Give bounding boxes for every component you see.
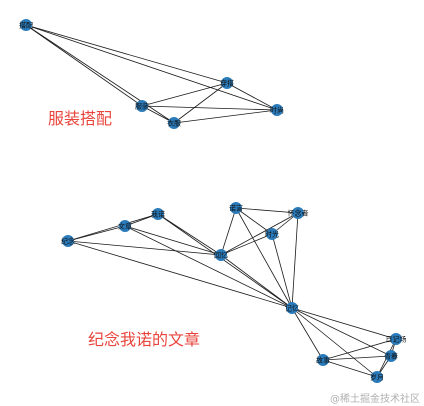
edge-b5-b7 xyxy=(235,207,273,235)
edge-b10-b11 xyxy=(322,355,392,361)
edge-b5-b6 xyxy=(235,207,299,214)
graph-node: 记忆 xyxy=(285,302,299,314)
node-circle xyxy=(286,302,298,314)
edge-a1-a2 xyxy=(25,24,228,84)
edge-a1-a5 xyxy=(25,24,278,111)
node-circle xyxy=(152,208,164,220)
node-circle xyxy=(266,228,278,240)
node-label: 回忆 xyxy=(214,251,228,260)
edge-b4-b5 xyxy=(220,207,237,256)
node-label: 日记场 xyxy=(386,335,407,344)
node-label: 服装 xyxy=(135,102,149,111)
graph-node: 岁月 xyxy=(370,371,384,383)
edge-b8-b9 xyxy=(291,307,397,340)
node-circle xyxy=(371,371,383,383)
node-circle xyxy=(230,202,242,214)
edge-b5-b8 xyxy=(235,207,293,309)
edge-b2-b8 xyxy=(124,225,293,309)
edge-a2-a5 xyxy=(226,82,278,111)
node-circle xyxy=(20,19,32,31)
edge-a1-a3 xyxy=(25,24,143,107)
edge-b8-b12 xyxy=(291,307,378,378)
edge-b1-b4 xyxy=(67,240,222,256)
edge-a2-a4 xyxy=(173,82,228,124)
node-label: 穿搭 xyxy=(220,79,234,88)
annotation-articles: 纪念我诺的文章 xyxy=(88,330,200,349)
edges-layer xyxy=(25,24,397,378)
node-label: 文章 xyxy=(118,222,132,231)
edge-b1-b8 xyxy=(67,240,293,309)
edge-b1-b3 xyxy=(67,213,159,242)
graph-node: 诺言 xyxy=(229,202,243,214)
edge-b2-b4 xyxy=(124,225,222,256)
edge-b8-b11 xyxy=(291,307,392,357)
node-circle xyxy=(385,350,397,362)
node-label: 时尚 xyxy=(270,106,284,115)
graph-node: 怀念者 xyxy=(288,207,309,219)
edge-a2-a3 xyxy=(141,82,228,107)
node-label: 青春 xyxy=(384,352,398,361)
graph-node: 衣服 xyxy=(167,117,181,129)
edge-b4-b6 xyxy=(220,212,299,256)
node-circle xyxy=(292,207,304,219)
node-circle xyxy=(136,100,148,112)
graph-node: 日记场 xyxy=(386,333,407,345)
node-label: 搭配 xyxy=(19,21,33,30)
node-circle xyxy=(215,249,227,261)
edge-a1-a4 xyxy=(25,24,175,124)
graph-node: 搭配 xyxy=(19,19,33,31)
edge-b3-b8 xyxy=(157,213,293,309)
node-circle xyxy=(168,117,180,129)
node-label: 怀念者 xyxy=(288,209,309,218)
node-circle xyxy=(62,235,74,247)
graph-node: 文章 xyxy=(118,220,132,232)
edge-b9-b10 xyxy=(322,338,397,361)
edge-b7-b8 xyxy=(271,233,293,309)
edge-b3-b4 xyxy=(157,213,222,256)
edge-b4-b7 xyxy=(220,233,273,256)
edge-b8-b10 xyxy=(291,307,324,361)
node-label: 我诺 xyxy=(151,210,165,219)
node-circle xyxy=(390,333,402,345)
node-circle xyxy=(119,220,131,232)
graph-node: 故事 xyxy=(316,354,330,366)
graph-node: 青春 xyxy=(384,350,398,362)
node-label: 衣服 xyxy=(167,119,181,128)
node-label: 岁月 xyxy=(370,373,384,382)
edge-a3-a4 xyxy=(141,105,175,124)
edge-b6-b8 xyxy=(291,212,299,309)
node-label: 时光 xyxy=(265,230,279,239)
graph-node: 时光 xyxy=(265,228,279,240)
graph-node: 时尚 xyxy=(270,104,284,116)
edge-a4-a5 xyxy=(173,109,278,124)
node-label: 记忆 xyxy=(285,304,299,313)
node-circle xyxy=(221,77,233,89)
node-label: 故事 xyxy=(316,356,330,365)
edge-a3-a5 xyxy=(141,105,278,111)
node-circle xyxy=(271,104,283,116)
graph-node: 服装 xyxy=(135,100,149,112)
node-label: 纪念 xyxy=(61,237,75,246)
watermark: @稀土掘金技术社区 xyxy=(330,392,420,405)
graph-node: 我诺 xyxy=(151,208,165,220)
graph-node: 纪念 xyxy=(61,235,75,247)
edge-b10-b12 xyxy=(322,359,378,378)
annotation-clothing: 服装搭配 xyxy=(48,109,112,128)
node-label: 诺言 xyxy=(229,204,243,213)
edge-b4-b8 xyxy=(220,254,293,309)
graph-node: 回忆 xyxy=(214,249,228,261)
graph-node: 穿搭 xyxy=(220,77,234,89)
node-circle xyxy=(317,354,329,366)
